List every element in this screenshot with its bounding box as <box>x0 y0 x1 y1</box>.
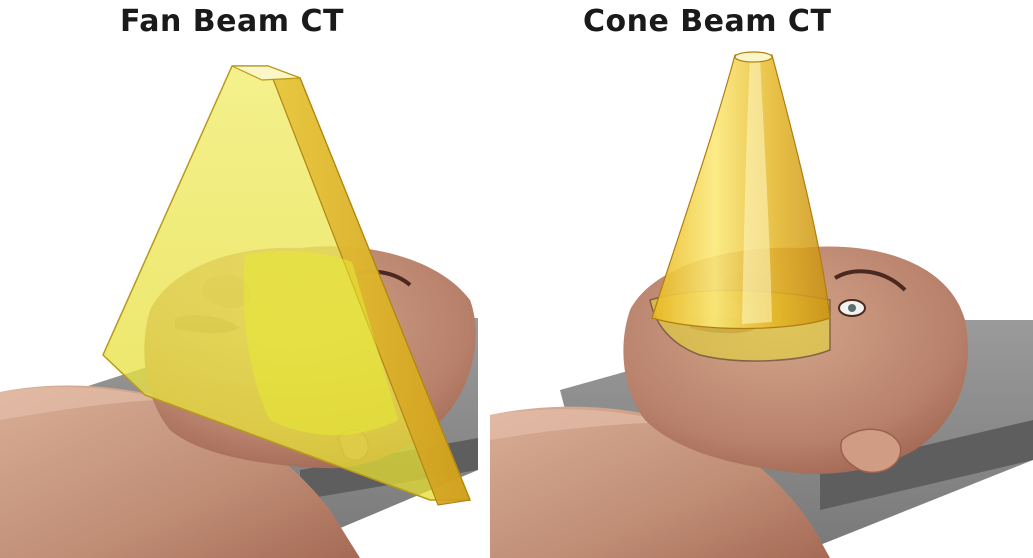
fan-beam-panel <box>0 66 478 558</box>
cone-beam-panel <box>490 52 1033 558</box>
cone-beam <box>650 52 830 361</box>
